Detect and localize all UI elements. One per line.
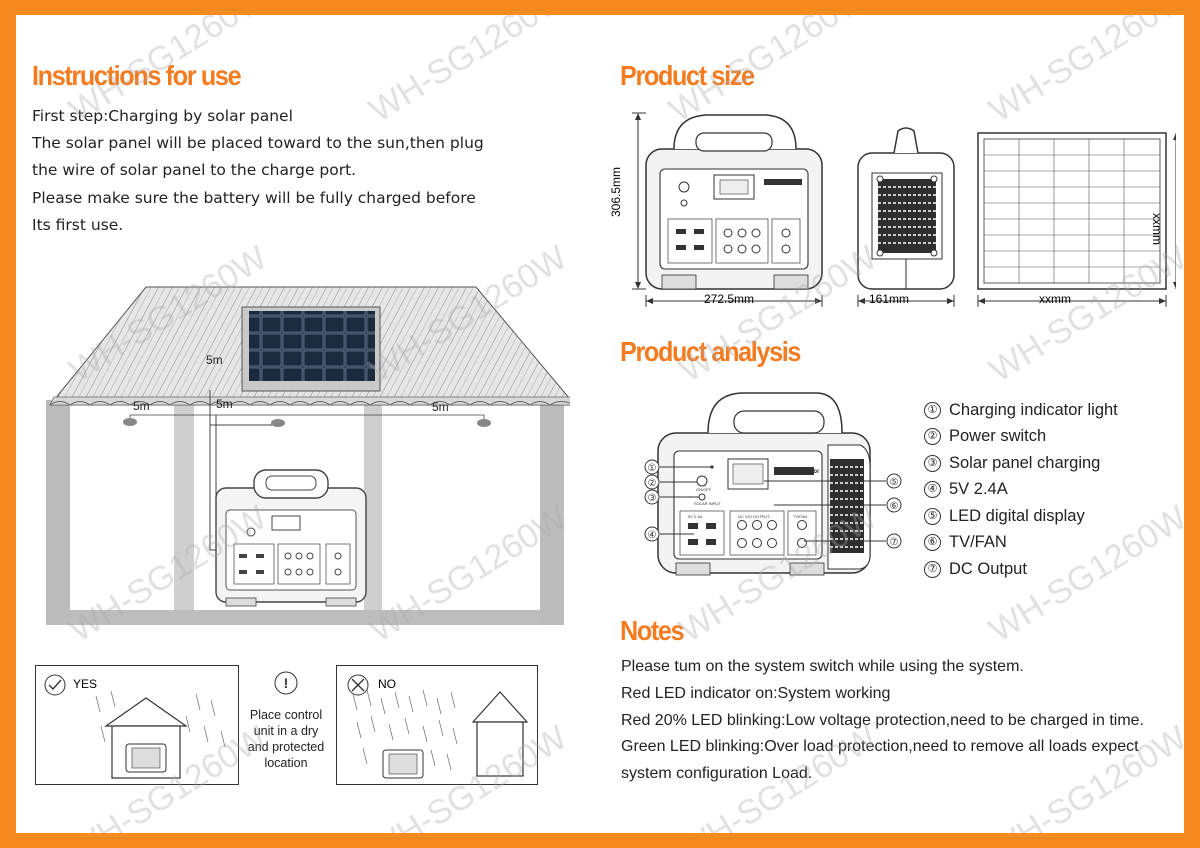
product-analysis-diagram: ① ② ③ ④ ⑤ ⑥ ⑦ Solar Generator ON/OFF SOL… [644,392,902,576]
distance-label-panel: 5m [206,353,223,367]
width-dimension: 272.5mm [704,292,755,306]
caption-line: unit in a dry [253,724,319,738]
caption-line: Place control [249,708,323,722]
notes-line: Red 20% LED blinking:Low voltage protect… [621,711,1144,729]
distance-label-middle: 5m [216,397,233,411]
callout-2: ② [648,478,657,489]
notes-text: Please tum on the system switch while us… [621,654,1144,788]
legend-label: LED digital display [949,506,1085,525]
legend-number: ④ [924,481,941,499]
legend-label: TV/FAN [949,533,1007,552]
sheltered-unit-illustration [95,690,226,779]
notes-line: Please tum on the system switch while us… [621,658,1024,675]
yes-label: YES [73,677,98,691]
device-name-label: Solar Generator [774,469,820,475]
svg-text:!: ! [284,675,289,691]
no-placement-box: NO [336,665,538,785]
product-size-title: Product size [620,60,755,91]
house-installation-illustration [46,286,570,625]
warning-icon: ! [274,671,298,695]
distance-label-right: 5m [432,400,449,414]
cross-circle-icon [347,674,369,696]
notes-line: Red LED indicator on:System working [621,684,891,702]
legend-label: Power switch [949,427,1047,446]
height-dimension: 306.5mm [609,166,623,217]
callout-5: ⑤ [890,477,899,488]
legend-item: ③ Solar panel charging [924,450,1118,477]
device-on-off-label: ON/OFF [696,487,712,492]
distance-label-left: 5m [133,399,150,413]
instructions-line: the wire of solar panel to the charge po… [32,161,357,180]
legend-label: Solar panel charging [949,453,1101,472]
caption-line: and protected [247,740,325,754]
product-analysis-title: Product analysis [620,336,801,367]
depth-dimension: 161mm [869,292,910,306]
callout-7: ⑦ [890,537,899,548]
panel-width-dimension: xxmm [1039,292,1071,306]
device-dc-label: DC 12V OUTPUT [738,514,770,519]
legend-number: ③ [924,454,941,472]
yes-placement-box: YES [35,665,239,785]
legend-number: ⑦ [924,560,941,578]
device-usb-label: 5V 2.4A [688,514,703,519]
legend-item: ⑤ LED digital display [924,503,1118,530]
instructions-text: First step:Charging by solar panel The s… [32,103,484,239]
callout-1: ① [648,463,657,474]
legend-item: ② Power switch [924,424,1118,451]
placement-caption: Place control unit in a dry and protecte… [240,707,332,771]
callout-6: ⑥ [890,501,899,512]
manual-sheet: Instructions for use First step:Charging… [16,15,1184,833]
legend-label: Charging indicator light [949,400,1118,419]
legend-item: ⑥ TV/FAN [924,530,1118,557]
legend-number: ② [924,428,941,446]
check-circle-icon [44,674,66,696]
callout-3: ③ [648,493,657,504]
notes-line: system configuration Load. [621,765,813,783]
device-solar-input-label: SOLAR INPUT [694,501,721,506]
notes-title: Notes [620,615,685,646]
legend-label: DC Output [949,559,1027,578]
notes-line: Green LED blinking:Over load protection,… [621,738,1139,756]
instructions-line: Its first use. [32,215,124,234]
callout-4: ④ [648,530,657,541]
legend-item: ① Charging indicator light [924,397,1118,424]
vent-grid [878,179,936,253]
instructions-line: Please make sure the battery will be ful… [32,188,476,207]
legend-label: 5V 2.4A [949,480,1008,499]
device-tvfan-label: TV/FAN [793,514,807,519]
instructions-line: First step:Charging by solar panel [32,107,293,125]
caption-line: location [264,756,308,770]
no-label: NO [378,677,396,691]
panel-height-dimension: xxmm [1150,213,1164,245]
legend-number: ⑤ [924,507,941,525]
legend-item: ⑦ DC Output [924,556,1118,583]
legend-item: ④ 5V 2.4A [924,477,1118,504]
legend-number: ① [924,401,941,419]
product-size-diagram [632,112,1176,307]
legend-number: ⑥ [924,534,941,552]
instructions-line: The solar panel will be placed toward to… [32,134,484,153]
instructions-title: Instructions for use [32,60,242,91]
exposed-unit-illustration [352,689,529,779]
